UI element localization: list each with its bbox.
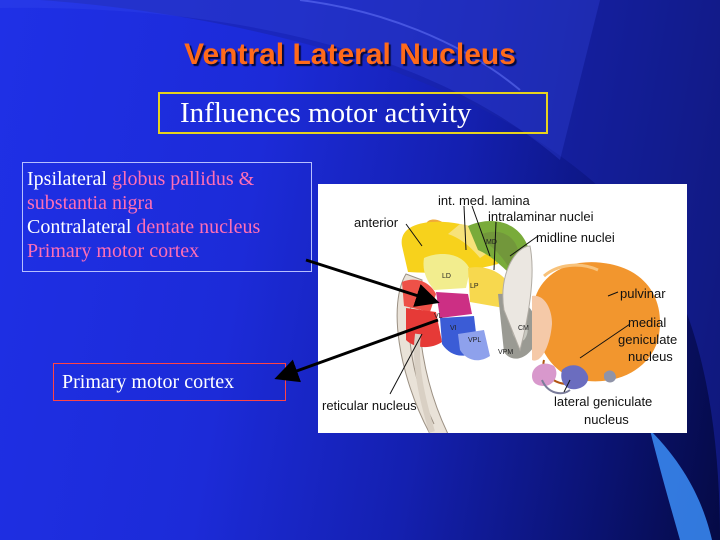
label-medial-line3: nucleus: [628, 349, 673, 364]
label-lateral-nucleus: nucleus: [584, 412, 629, 427]
label-midline-nuclei: midline nuclei: [536, 230, 615, 245]
contralateral-line: Contralateral dentate nucleus: [27, 215, 311, 239]
label-medial-line1: medial: [628, 315, 666, 330]
subtitle-box: Influences motor activity: [158, 92, 548, 134]
abbr-md: MD: [486, 239, 497, 246]
ipsilateral-label: Ipsilateral: [27, 168, 107, 190]
abbr-va: VA: [418, 291, 427, 298]
abbr-vpm: VPM: [498, 349, 513, 356]
label-pulvinar: pulvinar: [620, 286, 666, 301]
label-int-med-lamina: int. med. lamina: [438, 193, 531, 208]
motor-cortex-input-line: Primary motor cortex: [27, 240, 200, 262]
abbr-cm: CM: [518, 325, 529, 332]
label-lateral-geniculate: lateral geniculate: [554, 394, 652, 409]
label-anterior: anterior: [354, 215, 399, 230]
abbr-vl: VL: [434, 313, 443, 320]
ipsilateral-line: Ipsilateral globus pallidus &: [27, 167, 311, 191]
contralateral-target: dentate nucleus: [131, 216, 261, 238]
label-reticular-nucleus: reticular nucleus: [322, 398, 417, 413]
figure-labels: int. med. lamina intralaminar nuclei ant…: [322, 193, 677, 427]
slide-title: Ventral Lateral Nucleus: [184, 38, 516, 71]
thalamus-figure: MD LD LP VA VL VI CM VPL VPM int. med. l…: [318, 184, 687, 433]
inputs-box: Ipsilateral globus pallidus & substantia…: [22, 162, 312, 272]
label-medial-line2: geniculate: [618, 332, 677, 347]
label-intralaminar-nuclei: intralaminar nuclei: [488, 209, 594, 224]
abbr-vi: VI: [450, 325, 457, 332]
abbr-ld: LD: [442, 273, 451, 280]
thalamus-illustration: [396, 219, 660, 433]
ipsilateral-target: globus pallidus &: [106, 168, 255, 190]
contralateral-label: Contralateral: [27, 216, 132, 238]
abbr-vpl: VPL: [468, 337, 481, 344]
output-box: Primary motor cortex: [53, 363, 286, 401]
substantia-nigra-line: substantia nigra: [27, 192, 154, 214]
abbr-lp: LP: [470, 283, 479, 290]
